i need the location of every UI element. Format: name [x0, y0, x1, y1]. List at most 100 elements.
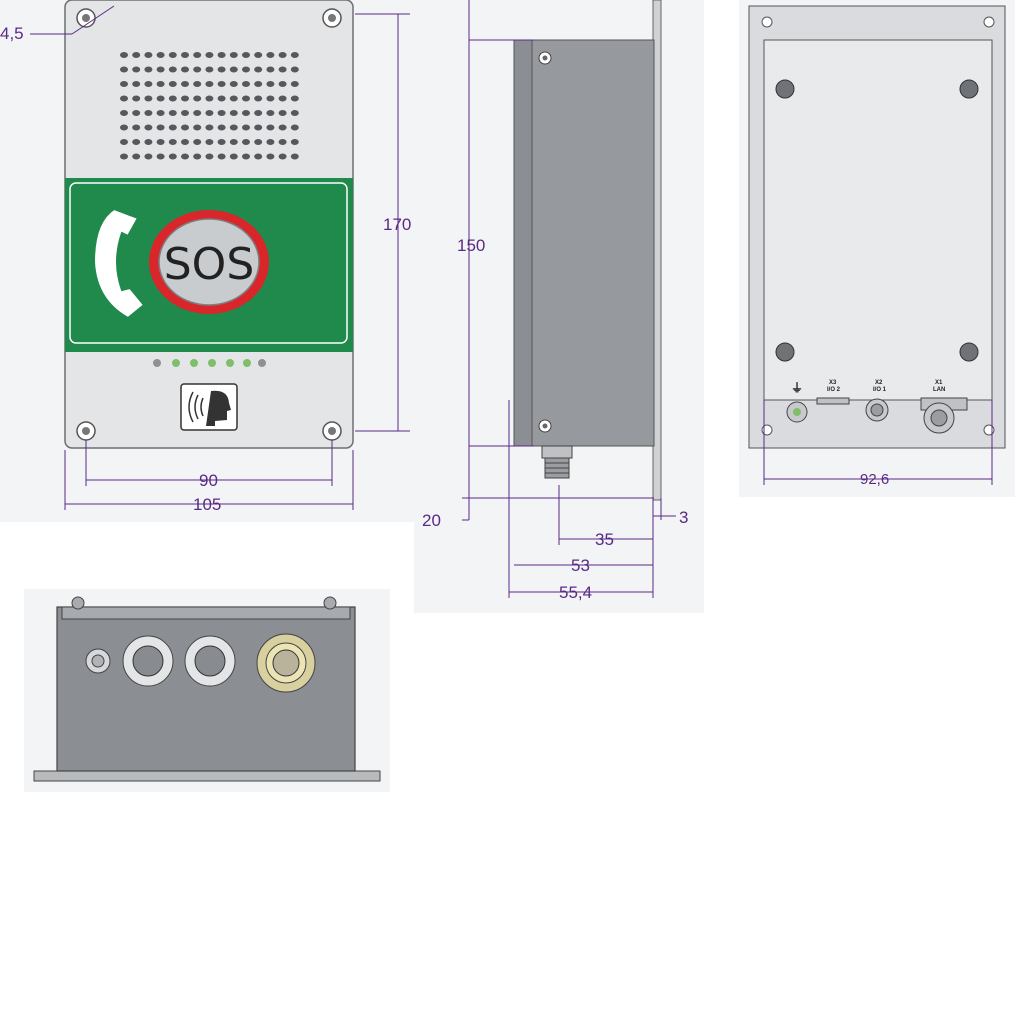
grille-hole [120, 110, 128, 116]
grille-hole [290, 139, 299, 145]
grille-hole [254, 124, 263, 131]
grille-hole [254, 66, 263, 73]
grille-hole [205, 52, 214, 58]
grille-hole [132, 66, 141, 73]
grille-hole [205, 153, 214, 160]
grille-hole [278, 95, 287, 102]
grille-hole [266, 124, 275, 131]
grille-hole [193, 81, 202, 87]
dim-hole-spacing: 90 [199, 471, 218, 490]
grille-hole [120, 124, 128, 131]
grille-hole [229, 124, 238, 131]
grille-hole [290, 124, 299, 131]
grille-hole [120, 139, 128, 145]
grille-hole [205, 110, 214, 116]
grille-hole [193, 95, 202, 102]
side-connector [541, 445, 573, 479]
grille-hole [156, 66, 165, 73]
grille-hole [193, 153, 202, 160]
grille-hole [290, 81, 299, 87]
sos-button[interactable]: SOS [149, 210, 269, 314]
grille-hole [266, 95, 275, 102]
dim-width: 105 [193, 495, 221, 514]
led-row [153, 359, 266, 367]
dim-total-depth: 55,4 [559, 583, 592, 602]
grille-hole [168, 95, 177, 102]
grille-hole [217, 52, 226, 58]
grille-hole [278, 124, 287, 131]
grille-hole [156, 139, 165, 145]
grille-hole [193, 124, 202, 131]
grille-hole [168, 52, 177, 58]
bottom-view [24, 589, 390, 792]
ground-symbol: ⏚ [791, 381, 803, 395]
back-connectors [786, 397, 968, 434]
grille-hole [290, 95, 299, 102]
grille-hole [254, 95, 263, 102]
grille-hole [132, 81, 141, 87]
dim-back-width: 92,6 [860, 471, 889, 488]
grille-hole [290, 52, 299, 58]
grille-hole [120, 52, 128, 58]
grille-hole [290, 66, 299, 73]
grille-hole [132, 52, 141, 58]
grille-hole [242, 139, 250, 145]
grille-hole [242, 110, 250, 116]
grille-hole [254, 153, 263, 160]
grille-hole [168, 66, 177, 73]
grille-hole [132, 124, 141, 131]
dim-connector: 20 [422, 511, 441, 530]
grille-hole [254, 52, 263, 58]
grille-hole [168, 139, 177, 145]
grille-hole [254, 110, 263, 116]
grille-hole [217, 139, 226, 145]
grille-hole [266, 110, 275, 116]
grille-hole [266, 153, 275, 160]
grille-hole [278, 52, 287, 58]
dim-hole: 4,5 [0, 24, 24, 43]
grille-hole [205, 124, 214, 131]
dim-body-height: 150 [457, 236, 485, 255]
grille-hole [168, 81, 177, 87]
grille-hole [156, 110, 165, 116]
grille-hole [229, 81, 238, 87]
x2-id: X2 [875, 380, 883, 386]
grille-hole [181, 95, 189, 102]
grille-hole [144, 52, 153, 58]
grille-hole [229, 153, 238, 160]
grille-hole [217, 81, 226, 87]
grille-hole [132, 139, 141, 145]
grille-hole [278, 81, 287, 87]
grille-hole [156, 81, 165, 87]
grille-hole [217, 124, 226, 131]
x3-name: I/O 2 [827, 387, 841, 393]
grille-hole [120, 66, 128, 73]
grille-hole [144, 139, 153, 145]
grille-hole [266, 52, 275, 58]
back-view: ⏚ X3 I/O 2 X2 I/O 1 X1 LAN 92,6 [739, 0, 1015, 497]
side-view: 150 20 3 35 53 55,4 [414, 0, 704, 613]
grille-hole [217, 110, 226, 116]
phone-handset-icon [92, 207, 146, 320]
grille-hole [144, 81, 153, 87]
grille-hole [193, 139, 202, 145]
grille-hole [229, 52, 238, 58]
grille-hole [156, 52, 165, 58]
dim-frame: 3 [679, 508, 688, 527]
grille-hole [217, 66, 226, 73]
grille-hole [217, 95, 226, 102]
grille-hole [205, 139, 214, 145]
grille-hole [242, 81, 250, 87]
grille-hole [254, 139, 263, 145]
grille-hole [290, 153, 299, 160]
grille-hole [229, 66, 238, 73]
grille-hole [181, 153, 189, 160]
grille-hole [168, 110, 177, 116]
grille-hole [120, 153, 128, 160]
grille-hole [181, 139, 189, 145]
grille-hole [229, 139, 238, 145]
grille-hole [266, 66, 275, 73]
grille-hole [181, 66, 189, 73]
grille-hole [290, 110, 299, 116]
grille-hole [168, 124, 177, 131]
